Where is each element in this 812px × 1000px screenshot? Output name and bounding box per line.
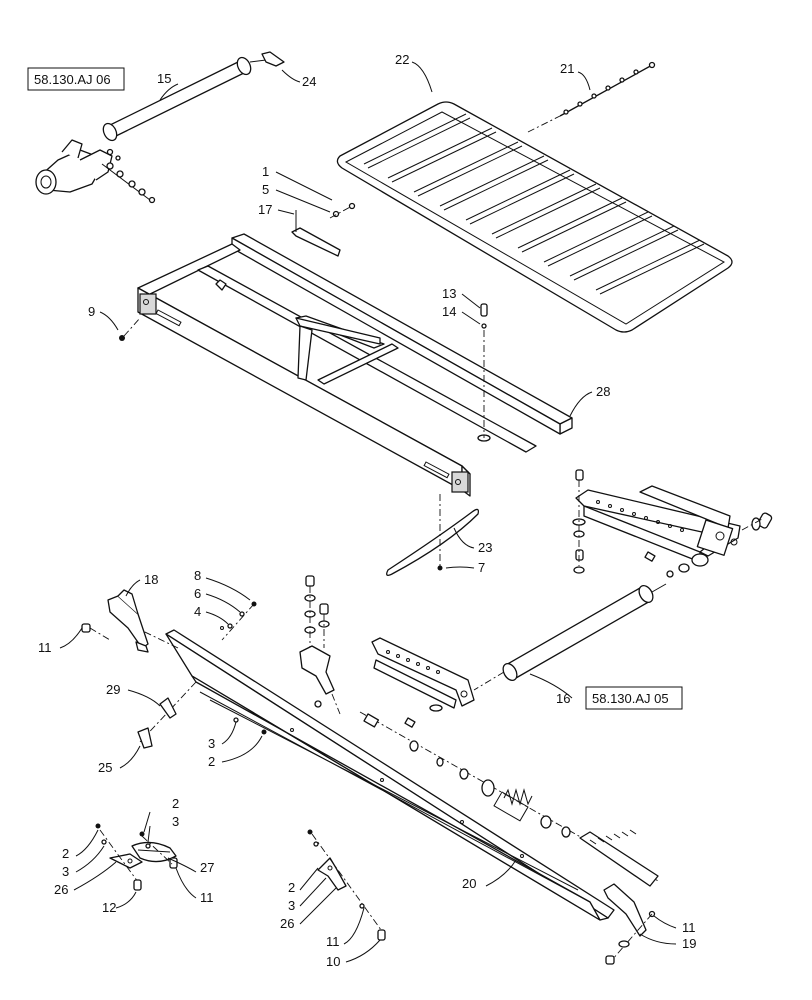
callout-10: 10 [326, 954, 340, 969]
callout-22: 22 [395, 52, 409, 67]
callout-28: 28 [596, 384, 610, 399]
right-bracket-assembly [572, 469, 773, 578]
callout-4: 4 [194, 604, 201, 619]
reference-box-right[interactable]: 58.130.AJ 05 [585, 686, 683, 710]
fasteners-13-14 [480, 303, 488, 438]
callout-19: 19 [682, 936, 696, 951]
callout-25: 25 [98, 760, 112, 775]
callout-8: 8 [194, 568, 201, 583]
part-28-frame [137, 233, 573, 497]
leader-lines [59, 61, 677, 963]
callout-29: 29 [106, 682, 120, 697]
part-18-bracket [81, 589, 149, 653]
callout-17: 17 [258, 202, 272, 217]
mat-slats [363, 113, 705, 295]
spring-shaft-assembly [359, 711, 661, 887]
bottom-left-assembly-26 [95, 823, 143, 891]
callout-numbers: 15 24 22 21 1 5 17 9 13 14 28 23 7 18 8 … [38, 52, 696, 969]
callout-2-a: 2 [208, 754, 215, 769]
reference-top-text: 58.130.AJ 06 [34, 72, 111, 87]
callout-11-c: 11 [326, 934, 340, 949]
part-24-bracket [261, 51, 285, 67]
callout-2-c: 2 [62, 846, 69, 861]
callout-26-a: 26 [54, 882, 68, 897]
spring [493, 788, 533, 822]
callout-11-d: 11 [682, 920, 696, 935]
part-25-clip [137, 727, 153, 749]
callout-11-a: 11 [38, 640, 52, 655]
callout-3-a: 3 [208, 736, 215, 751]
callout-3-b: 3 [172, 814, 179, 829]
part-20-long-plate [119, 619, 615, 921]
part-22-conveyor-mat [336, 101, 733, 333]
part-16-roller [473, 583, 667, 691]
callout-14: 14 [442, 304, 456, 319]
part-17-plate [291, 210, 341, 257]
drive-gearbox [35, 139, 156, 204]
lever-assembly [299, 575, 341, 715]
callout-12: 12 [102, 900, 116, 915]
callout-3-c: 3 [62, 864, 69, 879]
part-19-bracket [603, 883, 656, 965]
callout-9: 9 [88, 304, 95, 319]
slot-holes [386, 650, 440, 674]
callout-27: 27 [200, 860, 214, 875]
reference-right-text: 58.130.AJ 05 [592, 691, 669, 706]
part-23-blade [386, 494, 480, 576]
fasteners-8-6-4 [221, 601, 257, 641]
callout-20: 20 [462, 876, 476, 891]
fasteners-3-2-a [233, 717, 267, 735]
part-21-shaft [527, 61, 656, 133]
callout-3-d: 3 [288, 898, 295, 913]
callout-6: 6 [194, 586, 201, 601]
callout-11-b: 11 [200, 890, 214, 905]
callout-26-b: 26 [280, 916, 294, 931]
callout-24: 24 [302, 74, 316, 89]
callout-13: 13 [442, 286, 456, 301]
right-bracket-holes [596, 500, 684, 532]
part-27-link [131, 831, 178, 869]
reference-box-top[interactable]: 58.130.AJ 06 [27, 67, 125, 91]
callout-2-d: 2 [288, 880, 295, 895]
callout-21: 21 [560, 61, 574, 76]
callout-16: 16 [556, 691, 570, 706]
callout-15: 15 [157, 71, 171, 86]
middle-slotted-bracket [371, 637, 475, 728]
part-29-clip [159, 697, 177, 719]
callout-5: 5 [262, 182, 269, 197]
part-9-nut [119, 317, 141, 341]
callout-23: 23 [478, 540, 492, 555]
callout-1: 1 [262, 164, 269, 179]
callout-7: 7 [478, 560, 485, 575]
part-15-roller [102, 56, 267, 142]
callout-18: 18 [144, 572, 158, 587]
bottom-center-assembly-26 [307, 829, 386, 941]
fasteners-1-5 [329, 202, 356, 219]
callout-2-b: 2 [172, 796, 179, 811]
